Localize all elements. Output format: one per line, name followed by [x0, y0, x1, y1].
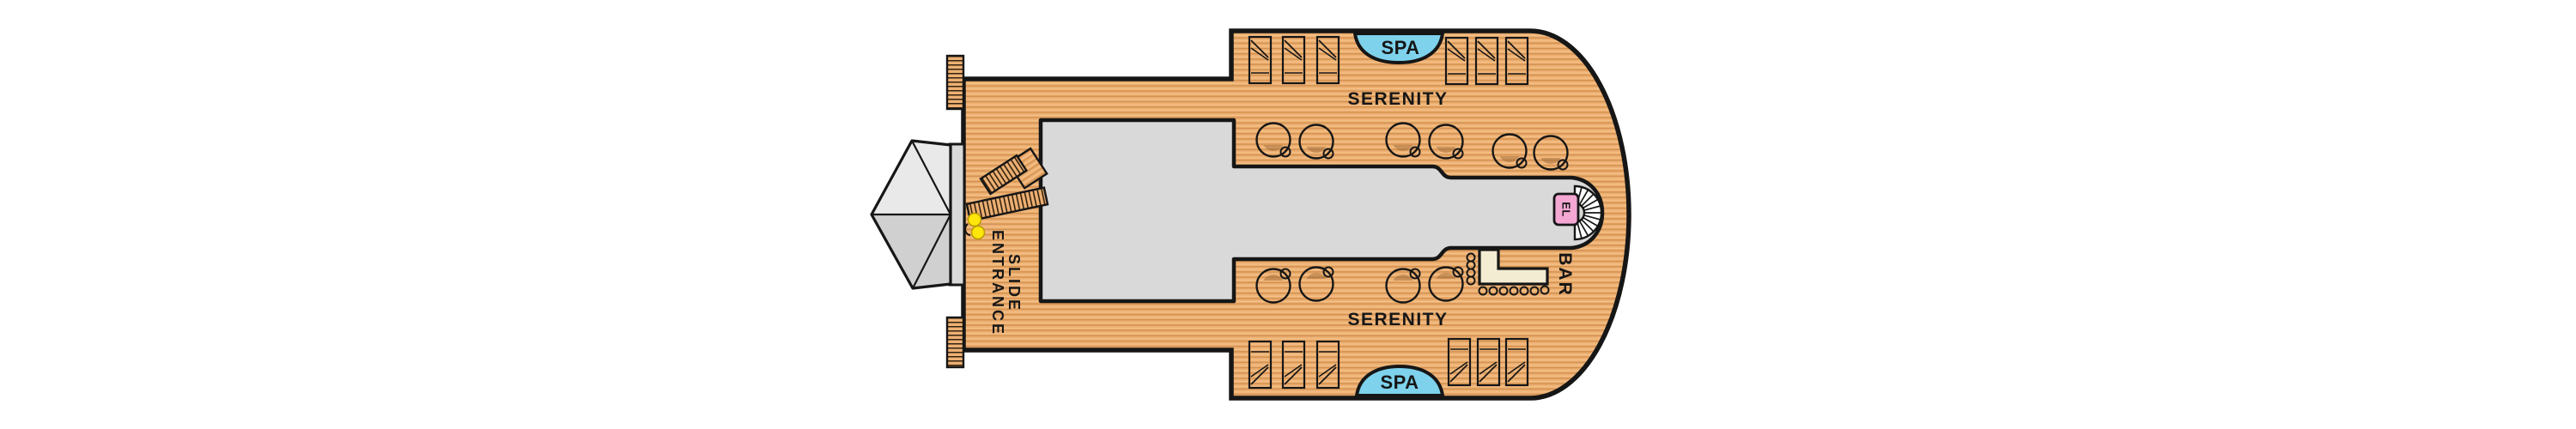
hull-ladder-top-icon [945, 54, 965, 111]
spa-label-bottom: SPA [1380, 372, 1419, 393]
slide-marker-icon [970, 225, 986, 240]
spa-area-bottom [1354, 364, 1445, 397]
slide-tower [870, 139, 952, 290]
slide-entrance-line2: ENTRANCE [989, 229, 1006, 337]
slide-entrance-line1: SLIDE [1005, 253, 1023, 313]
spiral-staircase-icon [1573, 184, 1603, 241]
hull-ladder-bottom-icon [945, 316, 965, 369]
stair-flight-upper [979, 154, 1029, 196]
slide-stairs [965, 147, 1049, 222]
slide-entrance-label: SLIDE ENTRANCE [989, 229, 1023, 337]
zone-label-serenity-bottom: SERENITY [1347, 310, 1449, 329]
slide-marker-icon [967, 212, 982, 227]
elevator-box [1552, 192, 1580, 227]
bar-label: BAR [1555, 252, 1575, 297]
stair-flight-lower [965, 186, 1049, 222]
zone-label-serenity-top: SERENITY [1347, 89, 1449, 109]
bar-counter [1478, 248, 1549, 286]
spa-area-top [1352, 32, 1445, 65]
elevator-label: EL [1559, 202, 1573, 217]
slide-hook-icon [964, 223, 971, 236]
spa-label-top: SPA [1381, 37, 1420, 58]
